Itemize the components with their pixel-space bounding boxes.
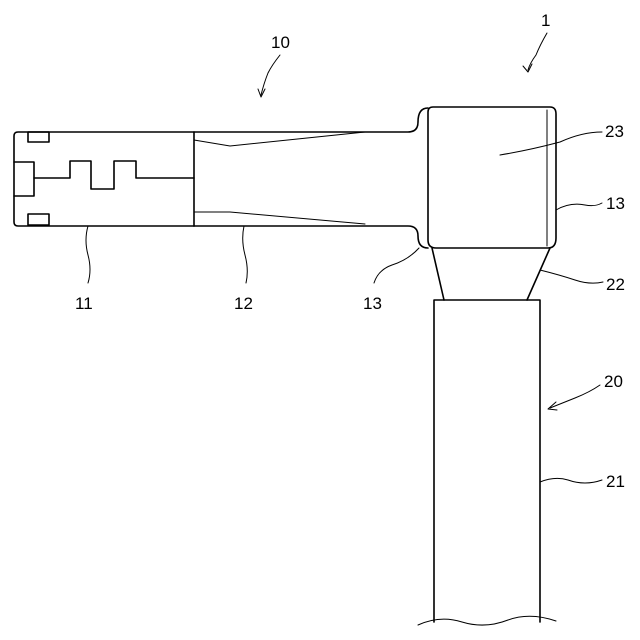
serration-profile bbox=[34, 161, 194, 189]
barrel-inner-bottom bbox=[194, 212, 365, 224]
leader-barrel-part bbox=[243, 226, 248, 283]
label-terminal: 10 bbox=[271, 33, 290, 52]
label-flange-left: 13 bbox=[363, 294, 382, 313]
leader-taper-part bbox=[540, 270, 603, 283]
barrel-bottom-edge bbox=[194, 226, 428, 248]
terminal bbox=[14, 108, 428, 248]
taper-part bbox=[432, 248, 550, 300]
leader-flange-left bbox=[374, 248, 419, 283]
leader-assembly bbox=[528, 33, 547, 70]
barrel-top-edge bbox=[194, 108, 428, 132]
label-electric-wire: 20 bbox=[604, 372, 623, 391]
wire-break-line bbox=[418, 616, 556, 625]
label-assembly: 1 bbox=[541, 11, 550, 30]
label-taper-part: 22 bbox=[606, 275, 625, 294]
cover bbox=[428, 107, 556, 248]
arrow-assembly bbox=[523, 64, 532, 72]
cover-outline bbox=[428, 107, 556, 248]
bottom-slot bbox=[28, 214, 49, 225]
top-slot bbox=[28, 132, 49, 142]
barrel-inner-top bbox=[194, 132, 365, 146]
label-connection-part: 11 bbox=[75, 294, 93, 313]
electric-wire bbox=[418, 300, 556, 625]
leaders bbox=[86, 33, 603, 483]
leader-cover-part bbox=[500, 132, 602, 155]
label-barrel-part: 12 bbox=[234, 294, 253, 313]
leader-wire-sheath bbox=[540, 478, 602, 483]
label-flange-right: 13 bbox=[606, 194, 625, 213]
wire-sheath-outline bbox=[434, 300, 540, 622]
connection-nub bbox=[14, 162, 34, 196]
label-wire-sheath: 21 bbox=[606, 472, 625, 491]
leader-electric-wire bbox=[550, 385, 600, 408]
leader-flange-right bbox=[556, 203, 602, 210]
label-cover-part: 23 bbox=[605, 122, 624, 141]
leader-terminal bbox=[261, 55, 280, 95]
leader-connection-part bbox=[86, 226, 90, 283]
reference-numerals: 1 10 11 12 13 13 22 23 20 21 bbox=[75, 11, 625, 491]
connection-part-outline bbox=[14, 132, 194, 226]
